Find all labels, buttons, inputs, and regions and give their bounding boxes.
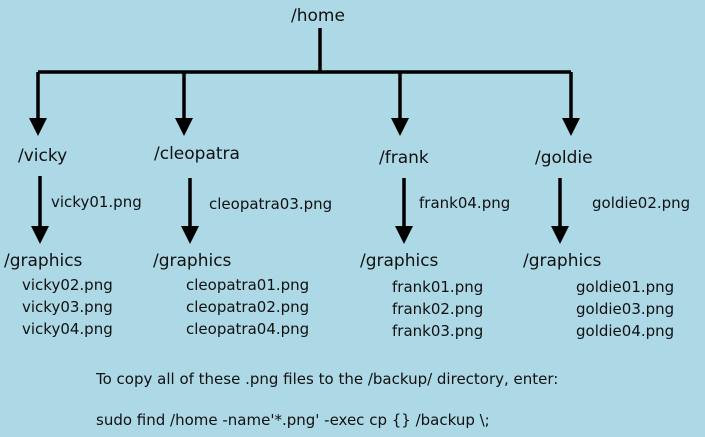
user-dir-frank: /frank [379, 148, 429, 168]
loose-file-vicky: vicky01.png [51, 193, 142, 211]
arrow-to-graphics-vicky-head [31, 226, 49, 244]
user-dir-cleopatra: /cleopatra [154, 144, 240, 164]
user-dir-vicky: /vicky [18, 146, 68, 166]
command-text: sudo find /home -name'*.png' -exec cp {}… [96, 411, 490, 429]
list-item: goldie01.png [576, 278, 675, 296]
instruction-text: To copy all of these .png files to the /… [96, 370, 559, 388]
arrow-to-graphics-frank-head [395, 226, 413, 244]
loose-file-cleopatra: cleopatra03.png [209, 195, 333, 213]
graphics-files-goldie: goldie01.png goldie03.png goldie04.png [576, 276, 674, 342]
graphics-dir-vicky: /graphics [4, 251, 83, 271]
list-item: cleopatra04.png [186, 320, 310, 338]
list-item: vicky03.png [22, 298, 113, 316]
graphics-files-vicky: vicky02.png vicky03.png vicky04.png [22, 274, 113, 340]
graphics-dir-goldie: /graphics [523, 251, 602, 271]
user-dir-goldie: /goldie [535, 148, 593, 168]
list-item: vicky04.png [22, 320, 113, 338]
arrow-to-vicky-head [29, 118, 47, 136]
graphics-files-frank: frank01.png frank02.png frank03.png [392, 276, 483, 342]
root-dir-label: /home [291, 6, 345, 26]
arrow-to-cleopatra-head [175, 118, 193, 136]
list-item: frank03.png [392, 322, 484, 340]
list-item: goldie04.png [576, 322, 675, 340]
loose-file-goldie: goldie02.png [592, 194, 691, 212]
arrow-to-graphics-cleopatra-head [181, 226, 199, 244]
list-item: vicky02.png [22, 276, 113, 294]
arrow-to-goldie-head [562, 118, 580, 136]
list-item: cleopatra02.png [186, 298, 310, 316]
graphics-dir-frank: /graphics [360, 251, 439, 271]
graphics-dir-cleopatra: /graphics [153, 251, 232, 271]
list-item: goldie03.png [576, 300, 675, 318]
arrow-to-graphics-goldie-head [551, 226, 569, 244]
graphics-files-cleopatra: cleopatra01.png cleopatra02.png cleopatr… [186, 274, 309, 340]
list-item: frank02.png [392, 300, 484, 318]
list-item: cleopatra01.png [186, 276, 310, 294]
loose-file-frank: frank04.png [419, 194, 511, 212]
list-item: frank01.png [392, 278, 484, 296]
arrow-to-frank-head [391, 118, 409, 136]
